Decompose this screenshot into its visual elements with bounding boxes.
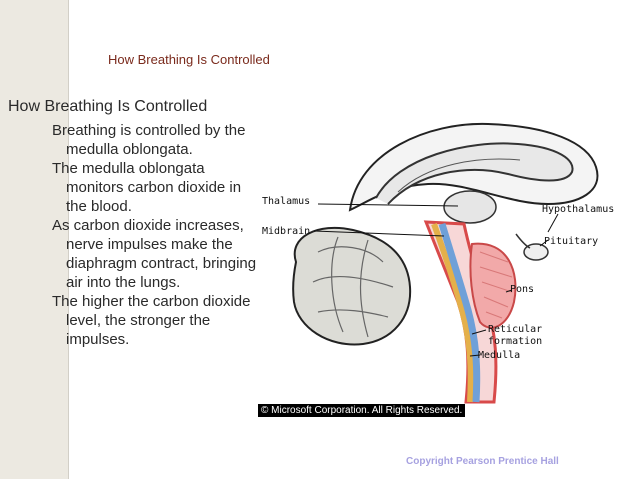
slide-title: How Breathing Is Controlled <box>8 98 208 115</box>
image-copyright-badge: © Microsoft Corporation. All Rights Rese… <box>258 404 466 417</box>
label-pons: Pons <box>510 284 535 295</box>
bullet-item: The medulla oblongata monitors carbon di… <box>52 160 242 215</box>
label-reticular: Reticular <box>488 324 543 335</box>
left-divider <box>68 0 69 479</box>
slide-header: How Breathing Is Controlled <box>108 52 270 67</box>
corpus-callosum <box>375 142 574 205</box>
bullet-item: Breathing is controlled by the medulla o… <box>52 122 246 158</box>
bullet-item: The higher the carbon dioxide level, the… <box>52 293 251 348</box>
label-formation: formation <box>488 336 543 347</box>
left-decorative-band <box>0 0 68 479</box>
footer-copyright: Copyright Pearson Prentice Hall <box>406 456 559 467</box>
label-pituitary: Pituitary <box>544 236 599 247</box>
brain-illustration <box>292 122 599 404</box>
brain-diagram: Thalamus Midbrain Hypothalamus Pituitary… <box>258 112 636 424</box>
cerebellum-shape <box>292 226 412 346</box>
label-medulla: Medulla <box>478 350 521 361</box>
bullet-list: Breathing is controlled by the medulla o… <box>52 121 257 349</box>
reticular-formation-shape <box>431 222 474 403</box>
medulla-core <box>438 222 481 403</box>
bullet-item: As carbon dioxide increases, nerve impul… <box>52 217 257 291</box>
thalamus-shape <box>443 190 497 224</box>
label-hypothalamus: Hypothalamus <box>542 204 615 215</box>
label-midbrain: Midbrain <box>262 226 311 237</box>
label-thalamus: Thalamus <box>262 196 311 207</box>
